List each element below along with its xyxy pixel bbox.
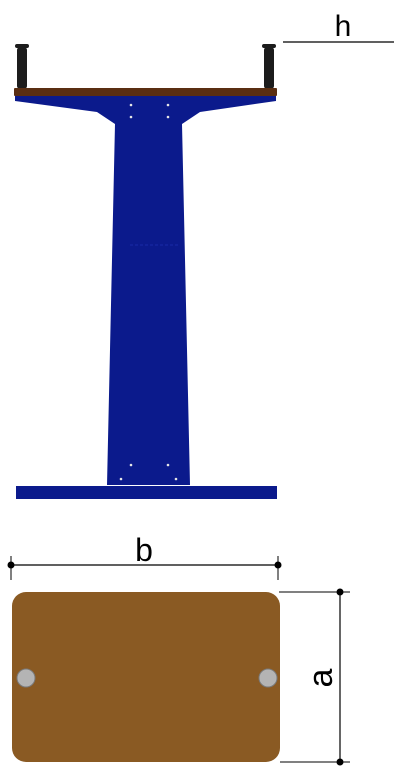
width-label: b (135, 532, 153, 568)
support-column (15, 96, 276, 485)
top-plate (14, 88, 277, 96)
right-handle (262, 44, 276, 89)
base-bolts (119, 463, 178, 481)
side-view: h (14, 10, 394, 499)
left-handle (15, 44, 29, 89)
depth-label: a (302, 668, 340, 687)
height-label: h (335, 10, 352, 43)
top-view: b a (7, 532, 350, 766)
depth-dimension: a (279, 588, 350, 766)
top-bolts (129, 103, 170, 119)
left-bolt (16, 668, 36, 688)
right-bolt (258, 668, 278, 688)
seat-plate (12, 592, 280, 762)
base-plate (16, 486, 277, 499)
width-dimension: b (7, 532, 282, 580)
